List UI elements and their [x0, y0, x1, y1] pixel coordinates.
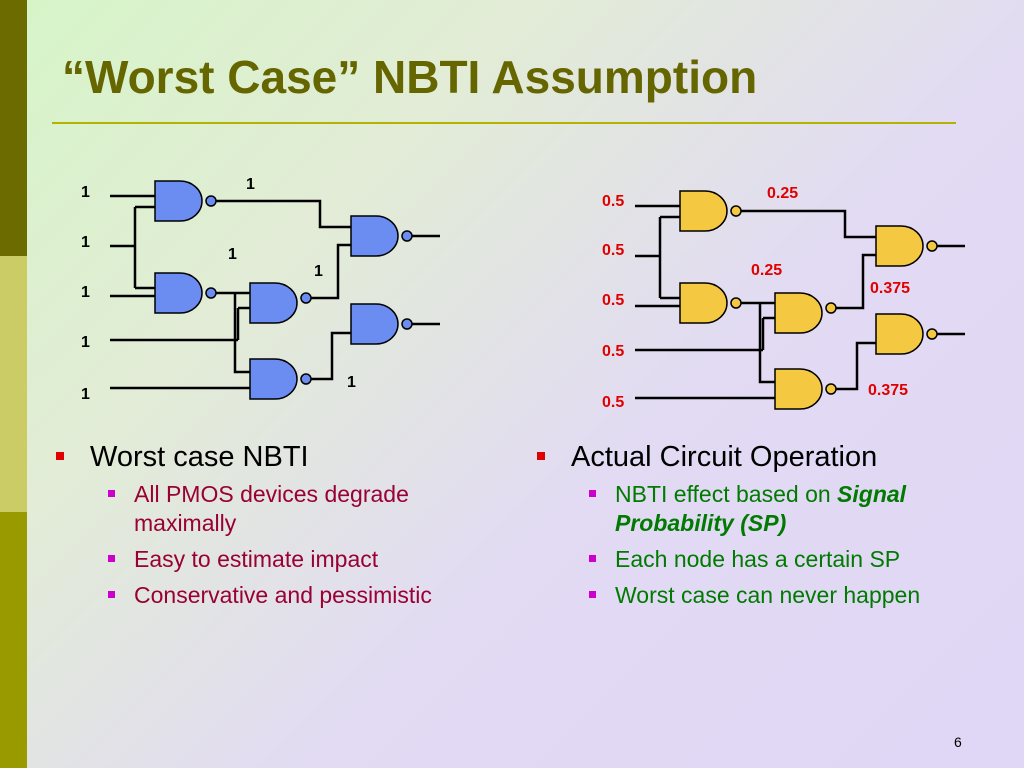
bullet-icon: [108, 555, 115, 562]
list-item: Conservative and pessimistic: [50, 581, 490, 610]
input-label: 0.5: [602, 193, 624, 210]
sub-bullet-list: All PMOS devices degrade maximally Easy …: [50, 480, 490, 610]
signal-probability-circuit: 0.5 0.5 0.5 0.5 0.5 0.25 0.25 0.375 0.37…: [602, 185, 965, 411]
page-number: 6: [954, 734, 962, 750]
sub-bullet-text: Worst case can never happen: [615, 582, 921, 608]
sub-bullet-text: NBTI effect based on Signal Probability …: [615, 481, 906, 536]
input-label: 0.5: [602, 292, 624, 309]
sub-bullet-text: Easy to estimate impact: [134, 546, 379, 572]
node-label: 1: [347, 374, 356, 391]
input-label: 1: [81, 334, 90, 351]
input-label: 1: [81, 234, 90, 251]
list-item: Worst case can never happen: [531, 581, 971, 610]
input-label: 0.5: [602, 343, 624, 360]
input-label: 0.5: [602, 242, 624, 259]
main-bullet: Actual Circuit Operation: [531, 440, 971, 474]
sub-bullet-list: NBTI effect based on Signal Probability …: [531, 480, 971, 610]
input-label: 0.5: [602, 394, 624, 411]
input-label: 1: [81, 386, 90, 403]
bullet-heading: Actual Circuit Operation: [571, 441, 878, 473]
list-item: Each node has a certain SP: [531, 545, 971, 574]
node-label: 1: [228, 246, 237, 263]
main-bullet: Worst case NBTI: [50, 440, 490, 474]
input-label: 1: [81, 184, 90, 201]
bullet-icon: [537, 452, 545, 460]
list-item: Easy to estimate impact: [50, 545, 490, 574]
node-label: 0.25: [767, 185, 798, 202]
bullet-icon: [589, 490, 596, 497]
node-label: 0.375: [870, 280, 910, 297]
worst-case-circuit: 1 1 1 1 1 1 1 1 1: [81, 176, 440, 403]
bullet-icon: [589, 555, 596, 562]
bullet-icon: [589, 591, 596, 598]
side-bar-top: [0, 0, 27, 256]
worst-case-column: Worst case NBTI All PMOS devices degrade…: [50, 440, 490, 617]
title-divider: [52, 122, 956, 124]
bullet-icon: [108, 591, 115, 598]
bullet-icon: [56, 452, 64, 460]
list-item: All PMOS devices degrade maximally: [50, 480, 490, 538]
slide-title: “Worst Case” NBTI Assumption: [62, 51, 758, 103]
node-label: 1: [246, 176, 255, 193]
actual-operation-column: Actual Circuit Operation NBTI effect bas…: [531, 440, 971, 617]
signal-probability-emphasis: Signal Probability (SP): [615, 481, 907, 536]
node-label: 0.375: [868, 382, 908, 399]
side-bar-bottom: [0, 512, 27, 768]
side-bar-middle: [0, 256, 27, 512]
bullet-heading: Worst case NBTI: [90, 441, 309, 473]
sub-bullet-text: Each node has a certain SP: [615, 546, 901, 572]
sub-bullet-text: All PMOS devices degrade maximally: [134, 481, 409, 536]
sub-bullet-prefix: NBTI effect based on: [615, 481, 838, 507]
list-item: NBTI effect based on Signal Probability …: [531, 480, 971, 538]
input-label: 1: [81, 284, 90, 301]
node-label: 0.25: [751, 262, 782, 279]
bullet-icon: [108, 490, 115, 497]
node-label: 1: [314, 263, 323, 280]
sub-bullet-text: Conservative and pessimistic: [134, 582, 432, 608]
